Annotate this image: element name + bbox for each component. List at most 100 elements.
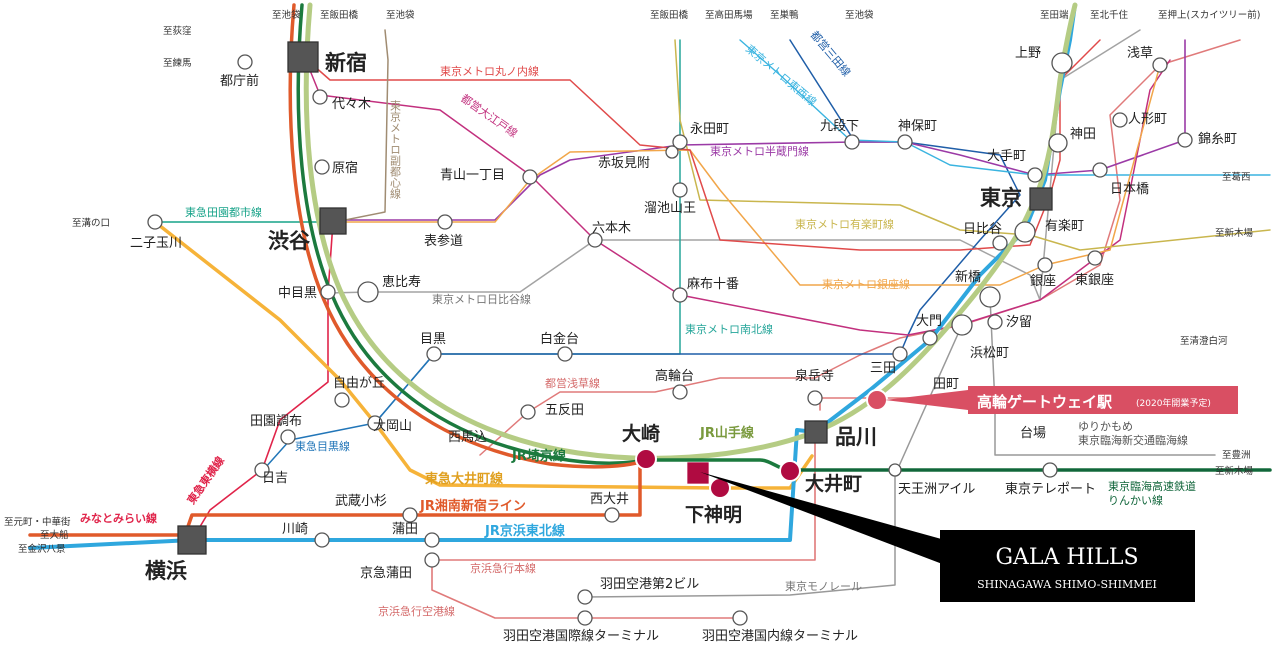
callout-box <box>940 530 1195 602</box>
hanedadom-marker <box>732 610 748 626</box>
station-label-tennozuisle: 天王洲アイル <box>898 482 975 497</box>
line-label-asakusa: 都営浅草線 <box>545 376 600 390</box>
namboku-line <box>433 39 681 355</box>
line-label-fukutoshin: 東京メトロ副都心線 <box>389 100 402 199</box>
jimbocho-marker <box>897 134 913 150</box>
line-label-yurikamome2: 東京臨海新交通臨海線 <box>1078 433 1188 447</box>
nakameguro-marker <box>320 284 336 300</box>
station-label-kanda: 神田 <box>1070 127 1096 142</box>
ningyocho-marker <box>1112 112 1128 128</box>
takanawa-badge-note: (2020年開業予定) <box>1136 397 1211 409</box>
shinjuku-hub <box>287 41 319 73</box>
line-label-oedo: 都営大江戸線 <box>458 91 520 140</box>
line-label-keikyuairport: 京浜急行空港線 <box>378 604 455 618</box>
direction-label-ogikubo: 至荻窪 <box>163 25 192 37</box>
station-label-ginza: 銀座 <box>1030 274 1056 289</box>
station-label-tochomae: 都庁前 <box>220 73 259 89</box>
line-label-mita: 都営三田線 <box>808 28 854 79</box>
tochomae-marker <box>237 54 253 70</box>
station-label-roppongi: 六本木 <box>592 221 631 236</box>
takanawa-badge-title: 高輪ゲートウェイ駅 <box>977 393 1113 411</box>
daimon-marker <box>922 330 938 346</box>
station-label-akasakamitsuke: 赤坂見附 <box>598 156 650 171</box>
saikyo-line <box>296 3 1272 472</box>
station-label-keikyukamata: 京急蒲田 <box>360 566 412 581</box>
line-label-yurikamome1: ゆりかもめ <box>1078 420 1133 433</box>
line-label-ginza: 東京メトロ銀座線 <box>822 277 910 291</box>
station-label-ookayama: 大岡山 <box>373 419 412 434</box>
station-label-omotesando: 表参道 <box>424 233 463 249</box>
station-label-shibuya: 渋谷 <box>268 229 311 253</box>
station-label-higashiginza: 東銀座 <box>1075 272 1114 288</box>
station-label-hanedadom: 羽田空港国内線ターミナル <box>702 628 858 644</box>
station-label-nagatacho: 永田町 <box>690 122 729 137</box>
line-label-rinkai1: 東京臨海高速鉄道 <box>1108 479 1196 493</box>
nihombashi-marker <box>1092 162 1108 178</box>
line-label-hanzomon: 東京メトロ半蔵門線 <box>710 144 809 158</box>
station-label-shiodome: 汐留 <box>1006 314 1032 330</box>
otemachi-marker <box>1027 167 1043 183</box>
direction-label-layer: 至荻窪 至練馬 至池袋 至飯田橋 至池袋 至飯田橋 至高田馬場 至巣鴨 至池袋 … <box>4 9 1260 555</box>
oimachi-marker <box>779 460 801 482</box>
direction-label-mizonokuchi: 至溝の口 <box>72 217 110 229</box>
yoyogi-marker <box>312 89 328 105</box>
callout-subtitle: SHINAGAWA SHIMO-SHIMMEI <box>977 578 1157 591</box>
direction-label-kitasenju: 至北千住 <box>1090 9 1129 21</box>
station-label-shirokanedai: 白金台 <box>540 331 579 347</box>
line-label-hibiya: 東京メトロ日比谷線 <box>432 292 531 306</box>
direction-label-ofuna: 至大船 <box>40 529 69 541</box>
direction-label-motomachi: 至元町・中華街 <box>4 516 71 528</box>
station-label-oimachi: 大井町 <box>805 472 862 495</box>
musashikosugi-marker <box>402 507 418 523</box>
keihin-tohoku-line <box>28 3 1077 550</box>
tokyo-hub <box>1029 187 1053 211</box>
hibiya-marker <box>992 235 1008 251</box>
line-label-monorail: 東京モノレール <box>785 579 862 593</box>
station-label-sengakuji: 泉岳寺 <box>795 368 834 384</box>
tameikesanno-marker <box>672 182 688 198</box>
gotanda-marker <box>520 404 536 420</box>
direction-label-tabata: 至田端 <box>1040 9 1069 21</box>
station-label-layer: 新宿 都庁前 代々木 原宿 渋谷 恵比寿 中目黒 二子玉川 目黒 白金台 自由が… <box>130 46 1237 644</box>
line-label-marunouchi: 東京メトロ丸ノ内線 <box>440 64 539 78</box>
takanawa-marker <box>866 389 888 411</box>
station-label-kawasaki: 川崎 <box>282 522 308 537</box>
kawasaki-marker <box>314 532 330 548</box>
station-label-tamachi: 田町 <box>933 377 959 392</box>
kudanshita-marker <box>844 134 860 150</box>
yurakucho-marker <box>1014 221 1036 243</box>
direction-label-kiyosumi: 至清澄白河 <box>1180 335 1228 347</box>
fukutoshin-line <box>334 29 389 223</box>
ueno-marker <box>1051 52 1073 74</box>
shimbashi-marker <box>979 286 1001 308</box>
kanda-marker <box>1048 133 1068 153</box>
station-label-nihombashi: 日本橋 <box>1110 182 1149 197</box>
station-label-tokyoteleport: 東京テレポート <box>1005 481 1096 497</box>
line-label-meguro: 東急目黒線 <box>295 439 350 453</box>
line-label-keihintohoku: JR京浜東北線 <box>484 523 566 539</box>
shirokanedai-marker <box>557 346 573 362</box>
nagatacho-marker <box>672 134 688 150</box>
direction-label-shinkiba2: 至新木場 <box>1215 465 1254 477</box>
station-label-ningyocho: 人形町 <box>1128 112 1167 127</box>
property-marker <box>687 462 709 484</box>
ebisu-marker <box>357 281 379 303</box>
station-label-ueno: 上野 <box>1015 46 1041 61</box>
hiyoshi-marker <box>254 462 270 478</box>
jiyugaoka-marker <box>334 392 350 408</box>
line-layer <box>28 2 1272 619</box>
station-label-denenchofu: 田園調布 <box>250 414 302 429</box>
direction-label-toyosu: 至豊洲 <box>1222 449 1251 461</box>
tennozuisle-marker <box>888 463 902 477</box>
shonan-line <box>28 3 642 537</box>
akasakamitsuke-marker <box>665 145 679 159</box>
shibuya-hub <box>319 207 347 235</box>
station-label-futakotamagawa: 二子玉川 <box>130 236 182 251</box>
mita-marker <box>892 346 908 362</box>
station-label-daimon: 大門 <box>916 314 942 329</box>
yokohama-hub <box>177 525 207 555</box>
direction-label-nerima: 至練馬 <box>163 57 192 69</box>
station-label-jimbocho: 神保町 <box>898 119 937 134</box>
station-label-takanawadai: 高輪台 <box>655 368 694 384</box>
station-label-tameikesanno: 溜池山王 <box>644 201 696 216</box>
